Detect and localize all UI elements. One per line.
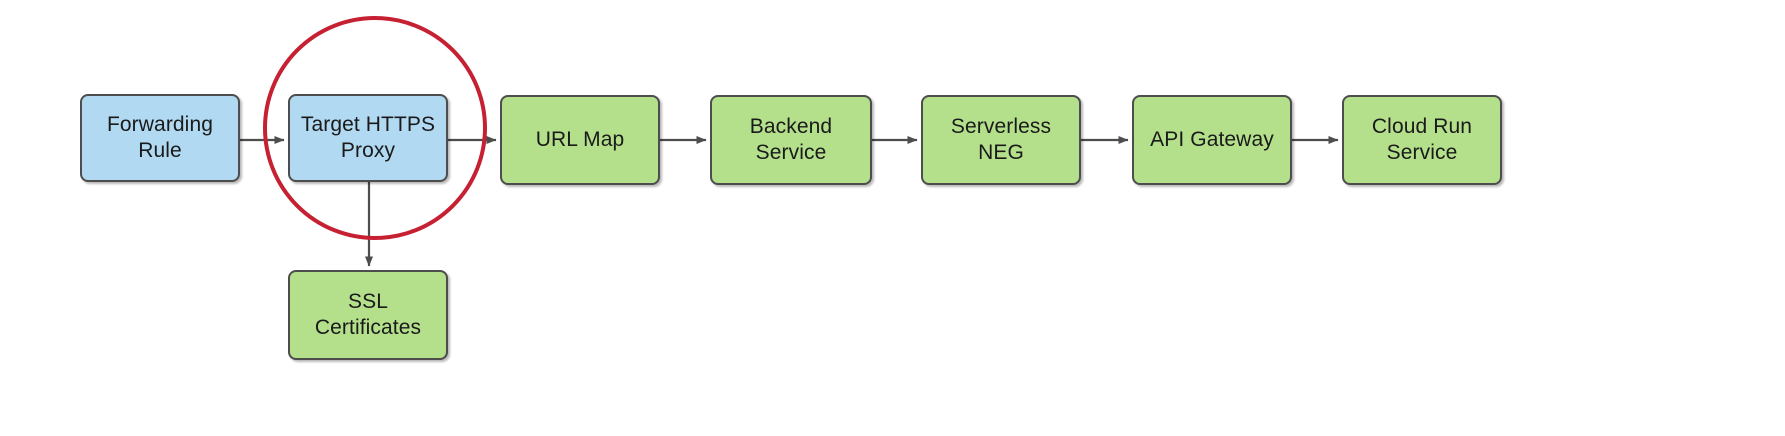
node-cloud-run-service[interactable]: Cloud Run Service (1342, 95, 1502, 185)
node-ssl-certificates-label: SSL Certificates (314, 289, 422, 339)
node-api-gateway[interactable]: API Gateway (1132, 95, 1292, 185)
node-backend-service[interactable]: Backend Service (710, 95, 872, 185)
node-serverless-neg[interactable]: Serverless NEG (921, 95, 1081, 185)
node-url-map[interactable]: URL Map (500, 95, 660, 185)
node-ssl-certificates[interactable]: SSL Certificates (288, 270, 448, 360)
highlight-circle-annotation (263, 16, 487, 240)
node-cloud-run-service-label: Cloud Run Service (1371, 114, 1473, 164)
node-serverless-neg-label: Serverless NEG (950, 114, 1052, 164)
node-api-gateway-label: API Gateway (1150, 127, 1274, 151)
node-forwarding-rule[interactable]: Forwarding Rule (80, 94, 240, 182)
node-url-map-label: URL Map (535, 127, 625, 151)
node-backend-service-label: Backend Service (749, 114, 833, 164)
node-forwarding-rule-label: Forwarding Rule (106, 112, 214, 162)
